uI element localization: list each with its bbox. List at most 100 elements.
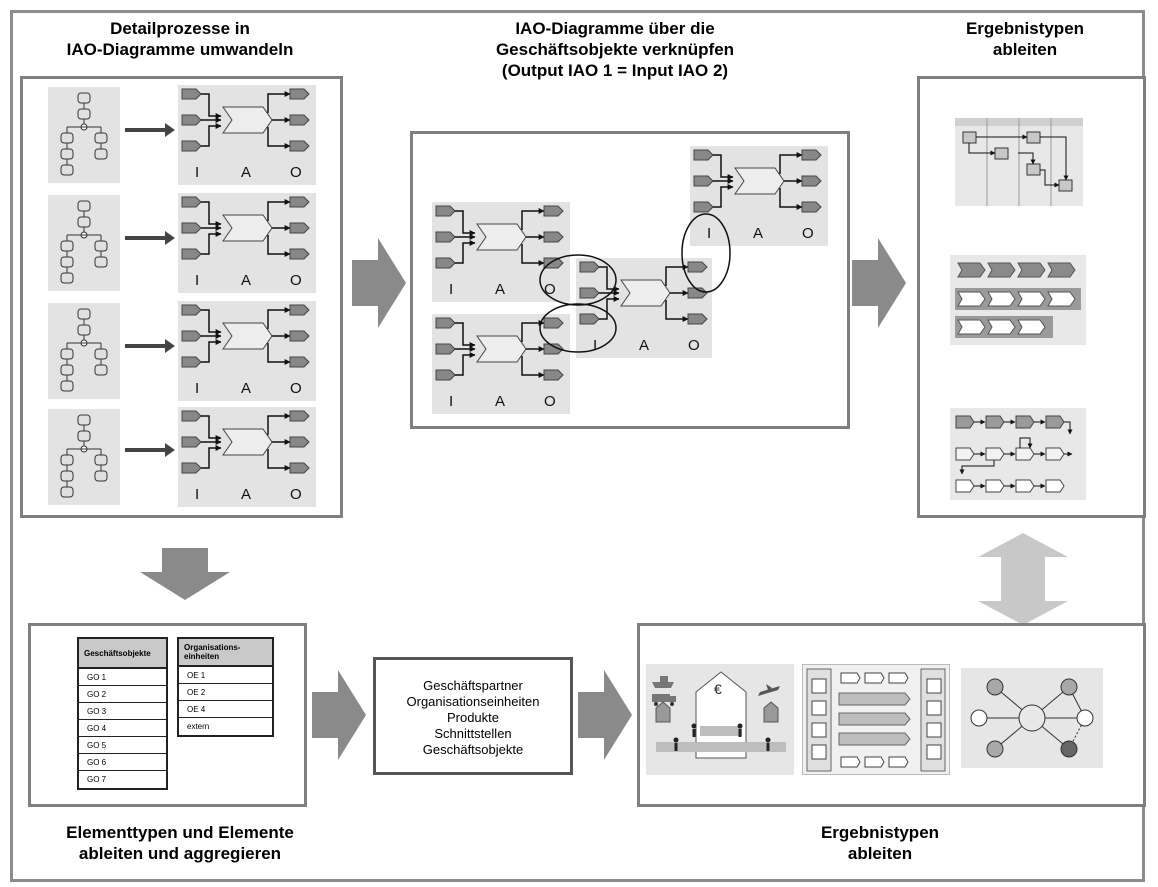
iao-diagram-icon: [178, 301, 316, 377]
table-row: extern: [187, 722, 210, 731]
iao-diagram-tile: I A O: [432, 202, 570, 302]
table-row: GO 6: [79, 754, 166, 771]
table-row: GO 7: [87, 775, 107, 784]
iao-input-label: I: [195, 380, 200, 397]
iao-activity-label: A: [495, 281, 506, 298]
iao-input-label: I: [195, 164, 200, 181]
network-graph-tile: [961, 668, 1103, 768]
iao-input-label: I: [593, 337, 598, 354]
step2-title: IAO-Diagramme über die Geschäftsobjekte …: [430, 18, 800, 81]
element-type-item: Geschäftsobjekte: [422, 742, 524, 757]
iao-activity-label: A: [753, 225, 764, 242]
swimlane-diagram-tile: [955, 118, 1083, 206]
value-chain-icon: [955, 262, 1081, 338]
iao-output-label: O: [802, 225, 814, 242]
iao-output-label: O: [290, 380, 302, 397]
table-row: GO 3: [79, 703, 166, 720]
step1-title: Detailprozesse in IAO-Diagramme umwandel…: [20, 18, 340, 60]
table-row: GO 4: [79, 720, 166, 737]
flow-arrow-down: [140, 548, 230, 600]
iao-activity-label: A: [495, 393, 506, 410]
step5-title-line2: ableiten: [847, 844, 913, 863]
element-type-item: Produkte: [446, 710, 500, 725]
business-context-tile: €: [646, 664, 794, 775]
bidirectional-arrow: [978, 533, 1068, 625]
iao-output-label: O: [688, 337, 700, 354]
process-tree-icon: [60, 200, 108, 284]
step3-title: Ergebnistypen ableiten: [935, 18, 1115, 60]
iao-diagram-tile: I A O: [178, 193, 316, 293]
org-units-table-header: Organisations- einheiten: [179, 639, 272, 667]
process-tree-tile: [48, 195, 120, 291]
table-row: OE 2: [179, 684, 272, 701]
interface-overview-tile: [802, 664, 950, 775]
iao-diagram-tile: I A O: [178, 407, 316, 507]
step3-title-line1: Ergebnistypen: [965, 19, 1085, 38]
iao-input-label: I: [195, 486, 200, 503]
convert-arrow: [125, 339, 175, 353]
iao-diagram-tile: I A O: [178, 301, 316, 401]
flow-arrow-right: [578, 670, 632, 760]
table-row: GO 1: [79, 669, 166, 686]
iao-output-label: O: [290, 272, 302, 289]
iao-input-label: I: [195, 272, 200, 289]
iao-input-label: I: [449, 393, 454, 410]
table-row: OE 4: [179, 701, 272, 718]
iao-output-label: O: [544, 393, 556, 410]
iao-output-label: O: [290, 164, 302, 181]
business-objects-table-header: Geschäftsobjekte: [79, 639, 166, 669]
iao-diagram-tile: I A O: [432, 314, 570, 414]
iao-activity-label: A: [241, 486, 252, 503]
element-type-item: Organisationseinheiten: [406, 694, 540, 709]
iao-diagram-icon: [178, 407, 316, 483]
process-tree-icon: [60, 92, 108, 176]
convert-arrow: [125, 231, 175, 245]
business-context-icon: €: [652, 671, 786, 759]
interface-overview-icon: [806, 668, 946, 772]
step4-title-line2: ableiten und aggregieren: [78, 844, 282, 863]
step2-title-line2: Geschäftsobjekte verknüpfen: [495, 40, 735, 59]
convert-arrow: [125, 123, 175, 137]
step5-title-line1: Ergebnistypen: [820, 823, 940, 842]
currency-symbol: €: [714, 681, 722, 697]
process-tree-tile: [48, 87, 120, 183]
step1-title-line1: Detailprozesse in: [110, 19, 250, 38]
flow-arrow-right: [352, 238, 406, 328]
iao-diagram-icon: [178, 85, 316, 161]
step2-title-line1: IAO-Diagramme über die: [515, 19, 715, 38]
link-ellipses: [539, 213, 731, 353]
network-graph-icon: [970, 678, 1094, 758]
iao-activity-label: A: [241, 380, 252, 397]
process-tree-tile: [48, 409, 120, 505]
iao-diagram-tile: I A O: [690, 146, 828, 246]
org-units-table: Organisations- einheiten OE 1 OE 2 OE 4 …: [177, 637, 274, 737]
process-tree-icon: [60, 308, 108, 392]
process-chain-icon: [955, 415, 1073, 493]
iao-output-label: O: [544, 281, 556, 298]
table-row: GO 2: [79, 686, 166, 703]
element-type-list: Geschäftspartner Organisationseinheiten …: [373, 657, 573, 775]
step2-title-line3: (Output IAO 1 = Input IAO 2): [501, 61, 729, 80]
step4-title: Elementtypen und Elemente ableiten und a…: [20, 822, 340, 864]
step3-title-line2: ableiten: [992, 40, 1058, 59]
convert-arrow: [125, 443, 175, 457]
iao-activity-label: A: [241, 272, 252, 289]
table-row: OE 1: [179, 667, 272, 684]
iao-output-label: O: [290, 486, 302, 503]
iao-diagram-icon: [178, 193, 316, 269]
iao-activity-label: A: [241, 164, 252, 181]
process-chain-tile: [950, 408, 1086, 500]
process-tree-tile: [48, 303, 120, 399]
swimlane-diagram-icon: [955, 118, 1083, 206]
step4-title-line1: Elementtypen und Elemente: [66, 823, 294, 842]
process-tree-icon: [60, 414, 108, 498]
table-row: GO 5: [79, 737, 166, 754]
element-type-item: Schnittstellen: [434, 726, 512, 741]
iao-input-label: I: [449, 281, 454, 298]
business-objects-table: Geschäftsobjekte GO 1 GO 2 GO 3 GO 4 GO …: [77, 637, 168, 790]
iao-diagram-tile: I A O: [178, 85, 316, 185]
step5-title: Ergebnistypen ableiten: [790, 822, 970, 864]
iao-input-label: I: [707, 225, 712, 242]
step1-title-line2: IAO-Diagramme umwandeln: [66, 40, 294, 59]
value-chain-tile: [950, 255, 1086, 345]
